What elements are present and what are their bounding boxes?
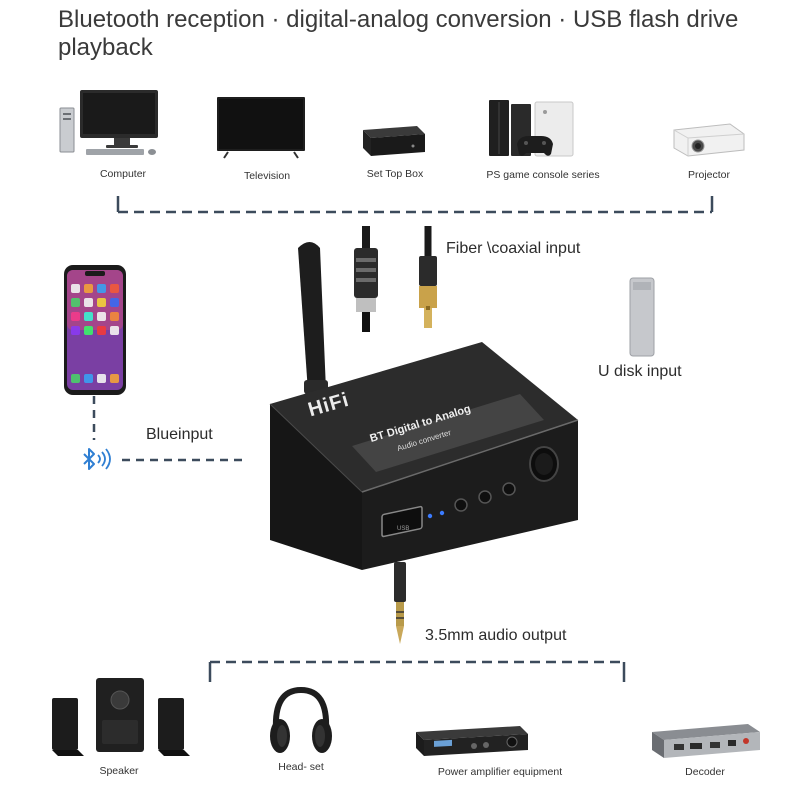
usb-flash-drive bbox=[629, 277, 655, 357]
amplifier-icon bbox=[412, 722, 530, 762]
output-bracket bbox=[208, 660, 626, 682]
fiber-coaxial-input-label: Fiber \coaxial input bbox=[446, 240, 581, 257]
audio-output-label: 3.5mm audio output bbox=[425, 627, 567, 644]
speaker-label: Speaker bbox=[99, 765, 139, 777]
computer-label: Computer bbox=[99, 168, 147, 180]
set-top-box-icon bbox=[355, 124, 427, 160]
game-console-label: PS game console series bbox=[486, 169, 600, 181]
decoder-label: Decoder bbox=[685, 766, 725, 778]
projector-label: Projector bbox=[687, 169, 730, 181]
antenna bbox=[298, 242, 328, 394]
dac-device bbox=[269, 342, 579, 570]
television-icon bbox=[216, 96, 306, 160]
amplifier-label: Power amplifier equipment bbox=[437, 766, 563, 778]
television-label: Television bbox=[243, 170, 291, 182]
set-top-box-label: Set Top Box bbox=[366, 168, 424, 180]
decoder-icon bbox=[648, 720, 764, 762]
coaxial-cable bbox=[419, 226, 437, 328]
bluetooth-input-label: Blueinput bbox=[146, 426, 213, 443]
input-bracket bbox=[116, 196, 714, 214]
speaker-icon bbox=[50, 676, 190, 758]
headset-icon bbox=[268, 684, 334, 758]
bluetooth-icon bbox=[83, 448, 111, 470]
audio-output-cable bbox=[394, 562, 406, 644]
page-title: Bluetooth reception · digital-analog con… bbox=[58, 6, 739, 61]
optical-cable bbox=[354, 226, 378, 332]
projector-icon bbox=[668, 120, 748, 160]
smartphone-icon bbox=[63, 264, 127, 396]
udisk-input-label: U disk input bbox=[598, 363, 682, 380]
headset-label: Head- set bbox=[278, 761, 324, 773]
computer-icon bbox=[58, 88, 162, 160]
game-console-icon bbox=[487, 98, 583, 160]
usb-port-label: USB bbox=[397, 526, 410, 532]
